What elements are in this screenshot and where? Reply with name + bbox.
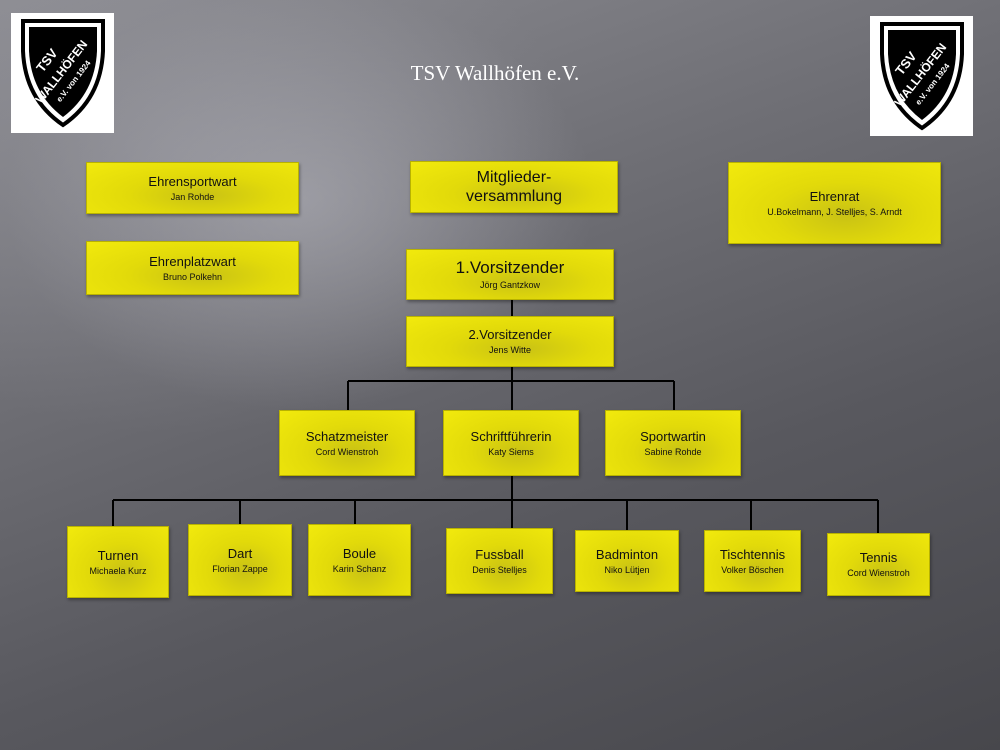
box-name: Denis Stelljes: [472, 564, 527, 575]
box-name: Volker Böschen: [721, 564, 784, 575]
box-title-line1: Mitglieder-: [476, 169, 552, 186]
box-dept-tennis: Tennis Cord Wienstroh: [827, 533, 930, 596]
box-title: 1.Vorsitzender: [455, 258, 565, 277]
box-name: Jens Witte: [488, 345, 531, 355]
box-name: U.Bokelmann, J. Stelljes, S. Arndt: [767, 206, 902, 217]
box-title: Boule: [342, 545, 377, 561]
page-title: TSV Wallhöfen e.V.: [410, 61, 580, 85]
box-ehrenrat: Ehrenrat U.Bokelmann, J. Stelljes, S. Ar…: [728, 162, 941, 244]
box-name: Michaela Kurz: [89, 565, 147, 576]
box-1-vorsitzender: 1.Vorsitzender Jörg Gantzkow: [406, 249, 614, 300]
box-name: Bruno Polkehn: [162, 271, 223, 282]
box-name: Cord Wienstroh: [315, 446, 379, 457]
box-name: Jörg Gantzkow: [479, 280, 541, 290]
box-ehrensportwart: Ehrensportwart Jan Rohde: [86, 162, 299, 214]
box-title: Tischtennis: [719, 546, 786, 562]
box-dept-dart: Dart Florian Zappe: [188, 524, 292, 596]
box-title: Ehrensportwart: [148, 173, 237, 189]
club-logo-left: TSV WALLHÖFEN e.V. von 1924: [11, 13, 114, 133]
box-title: Ehrenplatzwart: [149, 253, 236, 269]
box-name: Karin Schanz: [332, 563, 387, 574]
box-name: Niko Lütjen: [604, 564, 650, 575]
box-name: Jan Rohde: [170, 191, 215, 202]
box-mitgliederversammlung: Mitglieder- versammlung: [410, 161, 618, 213]
box-title: Badminton: [595, 546, 659, 562]
box-name: Florian Zappe: [212, 563, 268, 574]
box-ehrenplatzwart: Ehrenplatzwart Bruno Polkehn: [86, 241, 299, 295]
box-title: Sportwartin: [640, 428, 706, 444]
box-dept-fussball: Fussball Denis Stelljes: [446, 528, 553, 594]
box-title: 2.Vorsitzender: [468, 327, 552, 342]
box-name: Katy Siems: [488, 446, 534, 457]
box-dept-badminton: Badminton Niko Lütjen: [575, 530, 679, 592]
box-title: Dart: [227, 545, 253, 561]
box-title: Fussball: [475, 546, 524, 562]
box-title: Ehrenrat: [809, 188, 860, 204]
box-sportwartin: Sportwartin Sabine Rohde: [605, 410, 741, 476]
box-title: Schatzmeister: [305, 428, 389, 444]
box-name: Cord Wienstroh: [847, 568, 910, 578]
box-2-vorsitzender: 2.Vorsitzender Jens Witte: [406, 316, 614, 367]
box-dept-turnen: Turnen Michaela Kurz: [67, 526, 169, 598]
box-title-line2: versammlung: [465, 188, 563, 205]
box-schriftfuehrerin: Schriftführerin Katy Siems: [443, 410, 579, 476]
box-schatzmeister: Schatzmeister Cord Wienstroh: [279, 410, 415, 476]
club-logo-right: TSV WALLHÖFEN e.V. von 1924: [870, 16, 973, 136]
box-dept-tischtennis: Tischtennis Volker Böschen: [704, 530, 801, 592]
box-title: Turnen: [97, 547, 139, 563]
box-title: Schriftführerin: [470, 428, 552, 444]
box-name: Sabine Rohde: [644, 446, 702, 457]
box-title: Tennis: [859, 550, 898, 565]
box-dept-boule: Boule Karin Schanz: [308, 524, 411, 596]
